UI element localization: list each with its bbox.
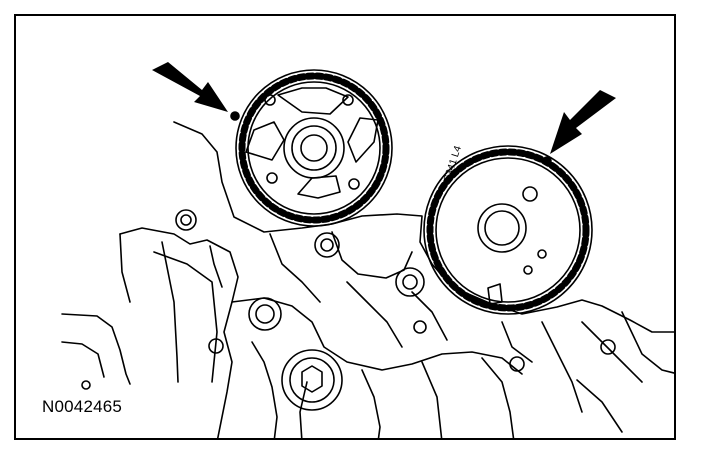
timing-mark-icon — [230, 111, 240, 121]
diagram-frame: S341 L4 — [14, 14, 676, 440]
timing-mark-icon — [542, 156, 552, 166]
arrow-icon — [152, 62, 228, 112]
engine-block — [61, 121, 674, 438]
figure-id-label: N0042465 — [42, 397, 123, 416]
timing-marks — [230, 111, 552, 166]
arrow-icon — [550, 90, 616, 154]
engine-bolts — [81, 209, 616, 411]
left-camshaft-sprocket — [235, 69, 393, 227]
right-camshaft-sprocket — [423, 145, 593, 315]
engine-diagram — [61, 62, 674, 438]
